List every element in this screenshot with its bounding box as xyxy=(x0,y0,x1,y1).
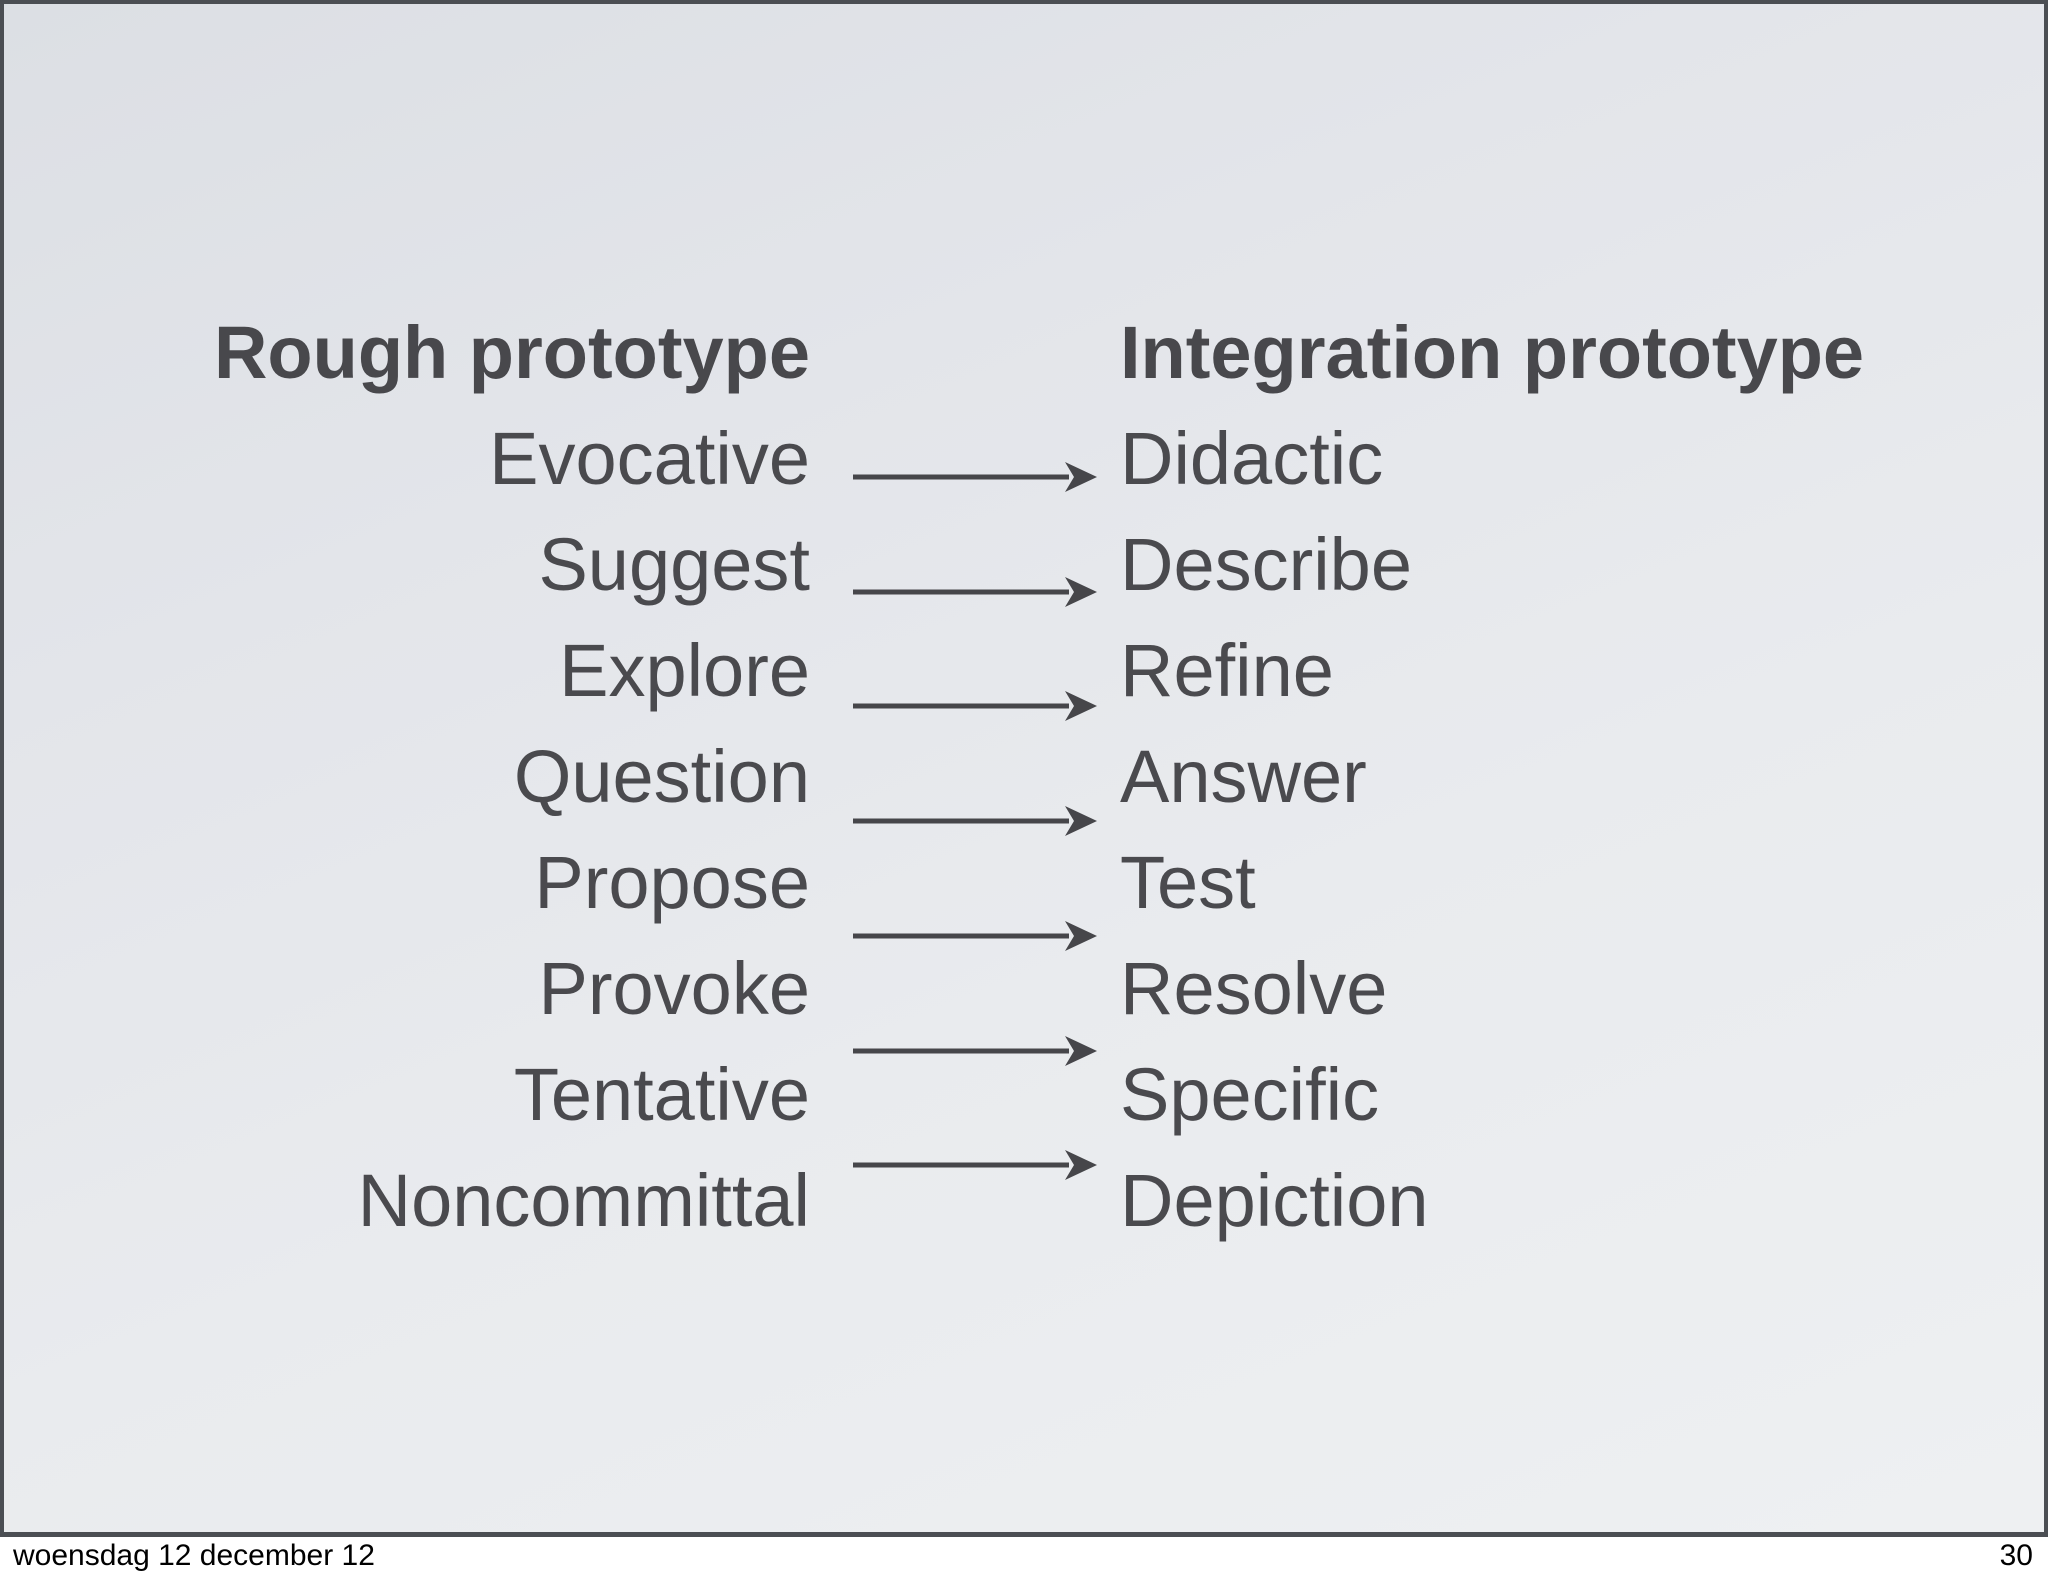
arrow-right-icon xyxy=(853,806,1097,836)
integration-term: Didactic xyxy=(1120,417,1384,500)
rough-term: Question xyxy=(513,735,810,818)
rough-term: Propose xyxy=(534,841,810,924)
mapping-row: Question Answer xyxy=(4,724,2044,830)
mapping-row: Explore Refine xyxy=(4,618,2044,724)
mapping-row: Propose Test xyxy=(4,830,2044,936)
arrow-right-icon xyxy=(853,577,1097,607)
rough-term: Evocative xyxy=(489,417,810,500)
footer-page-number: 30 xyxy=(1999,1538,2033,1572)
rough-term: Noncommittal xyxy=(357,1159,810,1242)
arrow-right-icon xyxy=(853,1036,1097,1066)
integration-term: Describe xyxy=(1120,523,1412,606)
right-column-header: Integration prototype xyxy=(1120,311,1865,394)
mapping-row: Evocative Didactic xyxy=(4,406,2044,512)
arrow-right-icon xyxy=(853,1150,1097,1180)
rough-term: Explore xyxy=(559,629,810,712)
rough-term: Tentative xyxy=(513,1053,810,1136)
rough-term: Suggest xyxy=(538,523,810,606)
integration-term: Test xyxy=(1120,841,1256,924)
mapping-row: Provoke Resolve xyxy=(4,936,2044,1042)
integration-term: Answer xyxy=(1120,735,1367,818)
column-headers-row: Rough prototype Integration prototype xyxy=(4,300,2044,406)
integration-term: Resolve xyxy=(1120,947,1388,1030)
mapping-row: Noncommittal Depiction xyxy=(4,1148,2044,1254)
arrow-right-icon xyxy=(853,462,1097,492)
integration-term: Depiction xyxy=(1120,1159,1429,1242)
arrow-right-icon xyxy=(853,691,1097,721)
page-footer: woensdag 12 december 12 30 xyxy=(0,1537,2048,1576)
integration-term: Refine xyxy=(1120,629,1334,712)
footer-date: woensdag 12 december 12 xyxy=(13,1538,375,1572)
integration-term: Specific xyxy=(1120,1053,1380,1136)
left-column-header: Rough prototype xyxy=(213,311,810,394)
mapping-row: Tentative Specific xyxy=(4,1042,2044,1148)
mapping-row: Suggest Describe xyxy=(4,512,2044,618)
slide-canvas: Rough prototype Integration prototype Ev… xyxy=(0,0,2048,1537)
prototype-mapping-table: Rough prototype Integration prototype Ev… xyxy=(4,300,2044,1254)
arrow-right-icon xyxy=(853,921,1097,951)
rough-term: Provoke xyxy=(538,947,810,1030)
